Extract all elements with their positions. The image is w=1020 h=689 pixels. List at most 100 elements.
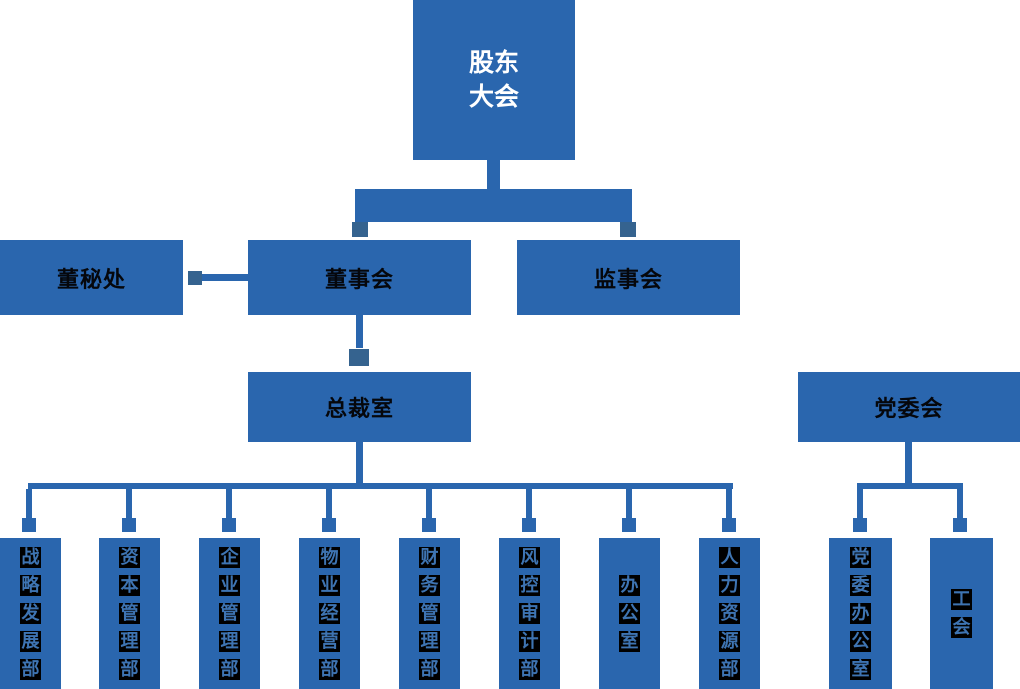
- connector-drop-line-3: [226, 489, 232, 518]
- vertical-char: 物: [319, 547, 340, 568]
- board-of-directors-label: 董事会: [324, 267, 394, 293]
- connector-president-stem: [356, 442, 363, 483]
- board-secretary-office-label: 董秘处: [56, 267, 126, 293]
- board-of-directors-box: 董事会: [248, 240, 471, 315]
- party-committee-box: 党委会: [798, 372, 1020, 442]
- connector-node-square-secretary: [188, 271, 202, 285]
- shareholders-meeting-label: 股东 大会: [469, 46, 519, 114]
- vertical-char: 工: [951, 589, 972, 610]
- dept-capital-management-box: 资本管理部: [99, 538, 160, 689]
- connector-party-drop-line-1: [857, 489, 863, 518]
- vertical-char: 公: [619, 603, 640, 624]
- connector-drop-square-7: [622, 518, 636, 532]
- dept-enterprise-management-box: 企业管理部: [199, 538, 260, 689]
- vertical-char: 力: [719, 575, 740, 596]
- vertical-char: 委: [850, 575, 871, 596]
- connector-drop-square-5: [422, 518, 436, 532]
- vertical-char: 会: [951, 617, 972, 638]
- supervisory-board-label: 监事会: [593, 267, 663, 293]
- vertical-char: 略: [20, 575, 41, 596]
- connector-node-square-president: [349, 349, 369, 366]
- connector-drop-square-3: [222, 518, 236, 532]
- vertical-char: 风: [519, 547, 540, 568]
- connector-drop-square-1: [22, 518, 36, 532]
- connector-party-drop-square-1: [853, 518, 867, 532]
- vertical-char: 计: [519, 631, 540, 652]
- vertical-char: 办: [850, 603, 871, 624]
- vertical-char: 室: [619, 631, 640, 652]
- dept-human-resources-box: 人力资源部: [699, 538, 760, 689]
- vertical-char: 经: [319, 603, 340, 624]
- vertical-char: 部: [219, 659, 240, 680]
- vertical-char: 理: [119, 631, 140, 652]
- connector-drop-line-6: [526, 489, 532, 518]
- vertical-char: 财: [419, 547, 440, 568]
- vertical-char: 源: [719, 631, 740, 652]
- vertical-char: 部: [119, 659, 140, 680]
- vertical-char: 部: [519, 659, 540, 680]
- connector-party-bar: [857, 483, 963, 489]
- connector-party-drop-square-2: [953, 518, 967, 532]
- connector-drop-square-8: [722, 518, 736, 532]
- vertical-char: 控: [519, 575, 540, 596]
- vertical-char: 企: [219, 547, 240, 568]
- shareholders-meeting-line1: 股东: [468, 48, 519, 77]
- vertical-char: 部: [719, 659, 740, 680]
- labor-union-box: 工会: [930, 538, 993, 689]
- shareholders-meeting-line2: 大会: [468, 82, 519, 111]
- vertical-char: 管: [119, 603, 140, 624]
- connector-party-stem: [905, 442, 912, 483]
- connector-root-bar: [355, 189, 632, 222]
- connector-departments-bar: [28, 483, 733, 489]
- vertical-char: 办: [619, 575, 640, 596]
- vertical-char: 资: [719, 603, 740, 624]
- vertical-char: 人: [719, 547, 740, 568]
- president-office-box: 总裁室: [248, 372, 471, 442]
- vertical-char: 室: [850, 659, 871, 680]
- vertical-char: 业: [219, 575, 240, 596]
- connector-drop-line-1: [26, 489, 32, 518]
- vertical-char: 资: [119, 547, 140, 568]
- vertical-char: 部: [20, 659, 41, 680]
- connector-drop-square-2: [122, 518, 136, 532]
- vertical-char: 理: [419, 631, 440, 652]
- dept-finance-management-box: 财务管理部: [399, 538, 460, 689]
- vertical-char: 管: [419, 603, 440, 624]
- vertical-char: 部: [419, 659, 440, 680]
- connector-root-stem: [487, 158, 500, 189]
- connector-drop-line-2: [126, 489, 132, 518]
- party-committee-office-box: 党委办公室: [829, 538, 892, 689]
- connector-node-square-directors: [352, 222, 368, 237]
- connector-president-line: [356, 315, 363, 348]
- connector-node-square-supervisory: [620, 222, 636, 237]
- party-committee-label: 党委会: [874, 397, 944, 422]
- shareholders-meeting-box: 股东 大会: [413, 0, 575, 160]
- vertical-char: 营: [319, 631, 340, 652]
- connector-drop-line-5: [426, 489, 432, 518]
- supervisory-board-box: 监事会: [517, 240, 740, 315]
- vertical-char: 党: [850, 547, 871, 568]
- vertical-char: 管: [219, 603, 240, 624]
- vertical-char: 业: [319, 575, 340, 596]
- connector-party-drop-line-2: [957, 489, 963, 518]
- dept-risk-audit-box: 风控审计部: [499, 538, 560, 689]
- vertical-char: 展: [20, 631, 41, 652]
- vertical-char: 本: [119, 575, 140, 596]
- vertical-char: 部: [319, 659, 340, 680]
- connector-drop-line-4: [326, 489, 332, 518]
- vertical-char: 公: [850, 631, 871, 652]
- vertical-char: 战: [20, 547, 41, 568]
- vertical-char: 理: [219, 631, 240, 652]
- dept-general-office-box: 办公室: [599, 538, 660, 689]
- connector-drop-square-6: [522, 518, 536, 532]
- board-secretary-office-box: 董秘处: [0, 240, 183, 315]
- connector-drop-line-7: [626, 489, 632, 518]
- vertical-char: 务: [419, 575, 440, 596]
- dept-property-operation-box: 物业经营部: [299, 538, 360, 689]
- vertical-char: 发: [20, 603, 41, 624]
- connector-drop-square-4: [322, 518, 336, 532]
- dept-strategy-development-box: 战略发展部: [0, 538, 61, 689]
- connector-secretary-line: [202, 274, 248, 281]
- vertical-char: 审: [519, 603, 540, 624]
